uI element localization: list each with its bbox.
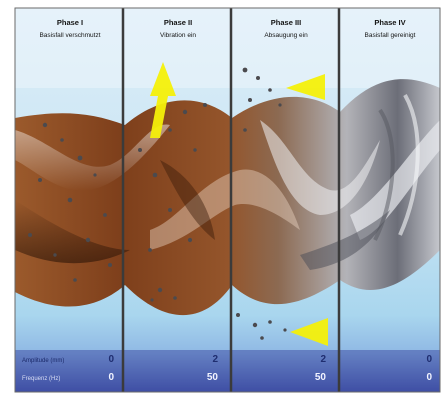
phase-2-amplitude: 2 (196, 354, 218, 365)
amplitude-label: Amplitude (mm) (22, 358, 64, 364)
phase-1-subtitle: Basisfall verschmutzt (20, 31, 120, 40)
phase-4-frequency: 0 (410, 372, 432, 383)
phase-4-title: Phase IV (340, 18, 440, 28)
phase-1-amplitude: 0 (92, 354, 114, 365)
phase-4-header: Phase IV Basisfall gereinigt (340, 18, 440, 40)
phase-4-amplitude: 0 (410, 354, 432, 365)
phase-3-subtitle: Absaugung ein (236, 31, 336, 40)
frequency-label: Frequenz (Hz) (22, 376, 60, 382)
phase-2-title: Phase II (128, 18, 228, 28)
phase-2-subtitle: Vibration ein (128, 31, 228, 40)
phase-4-subtitle: Basisfall gereinigt (340, 31, 440, 40)
phase-2-frequency: 50 (196, 372, 218, 383)
phase-1-frequency: 0 (92, 372, 114, 383)
phase-1-header: Phase I Basisfall verschmutzt (20, 18, 120, 40)
phase-3-header: Phase III Absaugung ein (236, 18, 336, 40)
phase-1-title: Phase I (20, 18, 120, 28)
phase-3-frequency: 50 (304, 372, 326, 383)
phase-3-amplitude: 2 (304, 354, 326, 365)
phase-2-header: Phase II Vibration ein (128, 18, 228, 40)
phase-3-title: Phase III (236, 18, 336, 28)
footer-band (15, 350, 440, 392)
